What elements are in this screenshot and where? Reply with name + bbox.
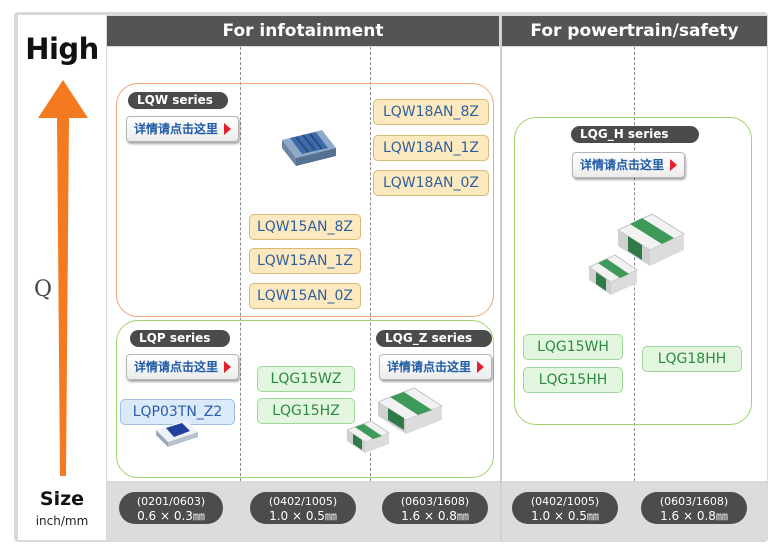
product-chip[interactable]: LQG15WZ [257,366,355,392]
size-pill: (0402/1005) 1.0 × 0.5㎜ [250,492,356,524]
lqgz-details-link[interactable]: 详情请点击这里 [379,354,493,380]
link-label: 详情请点击这里 [387,360,472,374]
coil-inductor-icon [282,130,336,166]
link-label: 详情请点击这里 [134,122,219,136]
size-unit: inch/mm [35,514,89,528]
chip-inductor-icon [377,387,443,434]
section-divider [500,16,502,540]
size-dims: 1.6 × 0.8㎜ [660,509,728,523]
thin-film-inductor-icon [156,420,198,447]
lqgh-group [514,117,752,425]
size-dims: 1.0 × 0.5㎜ [269,509,337,523]
lqgh-series-label: LQG_H series [571,126,699,143]
chip-inductor-icon [346,420,390,453]
link-label: 详情请点击这里 [134,360,219,374]
size-inch-mm: (0402/1005) [268,495,338,508]
lqgz-series-label: LQG_Z series [376,330,492,347]
size-pill: (0201/0603) 0.6 × 0.3㎜ [119,492,223,524]
product-chip[interactable]: LQW15AN_8Z [249,214,361,240]
red-arrow-icon [670,159,678,171]
chip-inductor-icon [588,254,638,295]
lqp-details-link[interactable]: 详情请点击这里 [126,354,240,380]
header-powertrain-safety: For powertrain/safety [502,16,767,46]
lqp-series-label: LQP series [130,330,230,347]
size-title: Size [39,488,85,510]
size-dims: 1.6 × 0.8㎜ [401,509,469,523]
product-chip[interactable]: LQG15HH [523,367,623,393]
q-arrow-icon [38,80,88,476]
size-pill: (0402/1005) 1.0 × 0.5㎜ [512,492,618,524]
product-chip[interactable]: LQG18HH [642,346,742,372]
size-pill: (0603/1608) 1.6 × 0.8㎜ [641,492,747,524]
product-chip[interactable]: LQW18AN_0Z [373,170,489,196]
size-inch-mm: (0603/1608) [400,495,470,508]
lqw-details-link[interactable]: 详情请点击这里 [126,116,240,142]
product-chip[interactable]: LQG15WH [523,334,623,360]
size-dims: 0.6 × 0.3㎜ [137,509,205,523]
size-inch-mm: (0201/0603) [136,495,206,508]
product-chip[interactable]: LQW15AN_0Z [249,283,361,309]
size-pill: (0603/1608) 1.6 × 0.8㎜ [382,492,488,524]
product-chip[interactable]: LQW18AN_1Z [373,135,489,161]
link-label: 详情请点击这里 [580,158,665,172]
product-chip[interactable]: LQW15AN_1Z [249,248,361,274]
header-infotainment: For infotainment [107,16,499,46]
lqw-group [116,83,494,317]
lqw-series-label: LQW series [128,92,228,109]
red-arrow-icon [477,361,485,373]
size-dims: 1.0 × 0.5㎜ [531,509,599,523]
size-inch-mm: (0603/1608) [659,495,729,508]
column-divider [370,47,371,481]
red-arrow-icon [224,361,232,373]
axis-q-label: Q [34,277,53,302]
size-inch-mm: (0402/1005) [530,495,600,508]
product-chip[interactable]: LQP03TN_Z2 [120,399,235,425]
axis-high-label: High [25,32,99,66]
product-chip[interactable]: LQG15HZ [257,398,355,424]
lqgh-details-link[interactable]: 详情请点击这里 [572,152,686,178]
chip-inductor-icon [617,213,685,266]
column-divider [634,47,635,481]
product-chip[interactable]: LQW18AN_8Z [373,99,489,125]
lqp-lqgz-group [116,320,494,478]
column-divider [240,47,241,481]
red-arrow-icon [224,123,232,135]
